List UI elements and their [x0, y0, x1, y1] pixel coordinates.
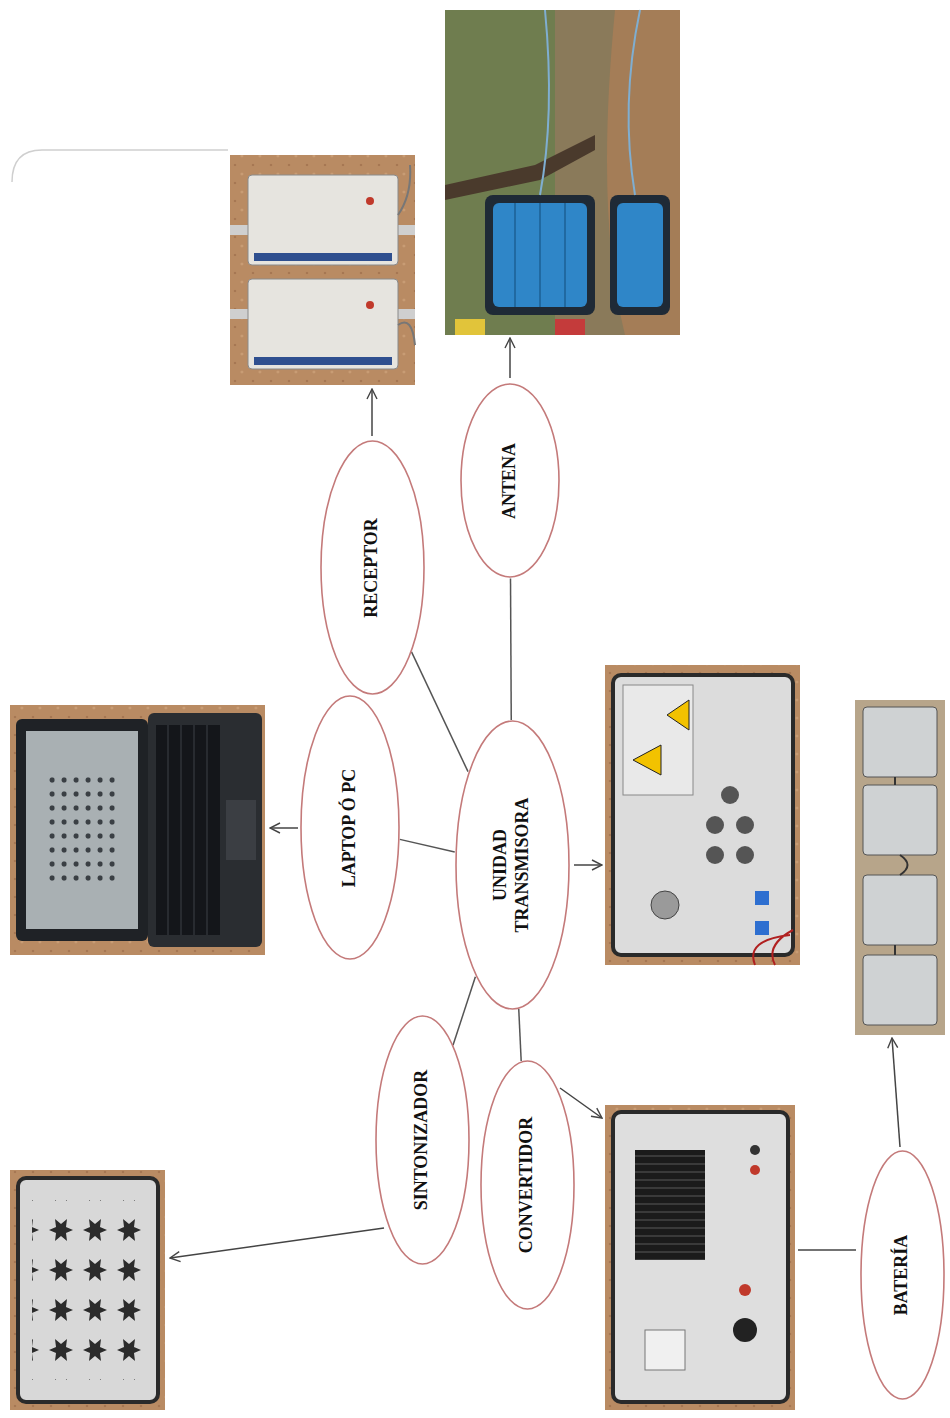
battery-photo	[855, 700, 945, 1035]
node-label: LAPTOP Ó PC	[339, 769, 361, 888]
receptor-photo	[230, 155, 415, 385]
tuner-photo	[10, 1170, 165, 1410]
node-label: UNIDAD TRANSMISORA	[490, 790, 533, 940]
photo-arrows	[170, 338, 900, 1258]
oval-node: CONVERTIDOR	[480, 1060, 575, 1310]
node-label: RECEPTOR	[361, 518, 383, 618]
connector-line	[519, 1009, 521, 1061]
node-label: CONVERTIDOR	[516, 1117, 538, 1253]
node-label: ANTENA	[499, 443, 521, 519]
oval-node: RECEPTOR	[320, 441, 425, 696]
node-label: BATERÍA	[891, 1235, 913, 1316]
transmitter-photo	[605, 665, 800, 965]
connector-line	[453, 977, 475, 1045]
connector-line	[510, 578, 512, 720]
antenna-photo	[445, 10, 680, 335]
oval-node: SINTONIZADOR	[375, 1015, 470, 1265]
laptop-photo	[10, 705, 265, 955]
oval-node: BATERÍA	[860, 1150, 945, 1400]
oval-node: ANTENA	[460, 384, 560, 579]
converter-photo	[605, 1105, 795, 1410]
connector-line	[412, 652, 468, 772]
frame-corner	[12, 150, 228, 182]
oval-node: UNIDAD TRANSMISORA	[455, 720, 570, 1010]
connector-line	[400, 839, 455, 852]
oval-node: LAPTOP Ó PC	[300, 696, 400, 961]
node-label: SINTONIZADOR	[411, 1070, 433, 1211]
